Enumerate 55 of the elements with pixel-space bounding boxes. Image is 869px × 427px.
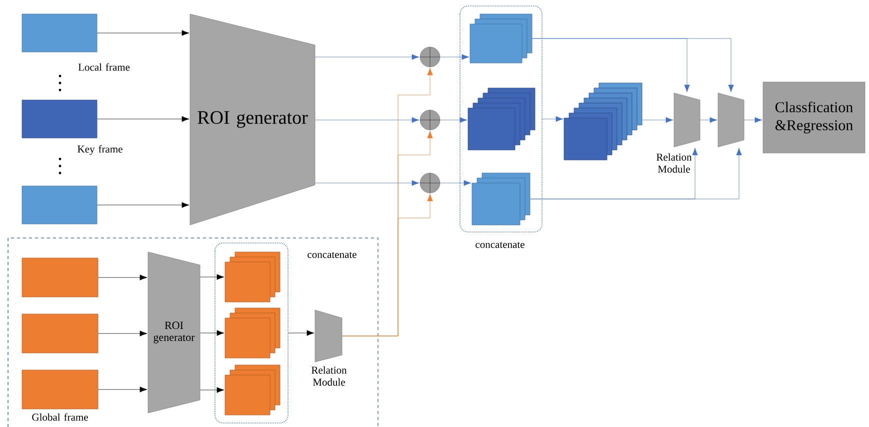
arrow bbox=[97, 30, 190, 36]
feature-stack bbox=[564, 82, 642, 160]
arrow bbox=[440, 117, 468, 123]
arrow bbox=[532, 38, 734, 92]
sum-circle bbox=[420, 110, 440, 130]
concatenate-group bbox=[460, 6, 542, 232]
node-caption: Global frame bbox=[32, 413, 88, 421]
arrow bbox=[200, 330, 224, 336]
arrow bbox=[542, 116, 564, 122]
arrow bbox=[530, 148, 742, 200]
arrow bbox=[642, 117, 674, 123]
relation-module bbox=[674, 92, 700, 148]
node-caption: concatenate bbox=[476, 242, 524, 248]
frame-box bbox=[22, 258, 98, 298]
feature-stack bbox=[224, 308, 280, 358]
node-caption: Relation Module bbox=[312, 366, 347, 386]
relation-module bbox=[718, 92, 744, 148]
roi-generator: ROI generator bbox=[148, 252, 200, 414]
arrow bbox=[200, 274, 224, 280]
arrow bbox=[315, 180, 420, 186]
relation-module bbox=[314, 310, 342, 362]
feature-stack bbox=[224, 252, 280, 302]
output-box: Classfication &Regression bbox=[762, 82, 866, 154]
frame-box bbox=[22, 186, 98, 224]
arrow bbox=[200, 387, 224, 393]
arrow bbox=[744, 117, 762, 123]
arrow bbox=[440, 54, 470, 60]
frame-box bbox=[22, 100, 98, 138]
node-caption: concatenate bbox=[308, 252, 356, 258]
global-group bbox=[8, 238, 378, 427]
feature-stack bbox=[472, 172, 530, 226]
feature-stack bbox=[468, 88, 536, 150]
node-caption: Relation Module bbox=[656, 153, 692, 173]
roi-generator: ROI generator bbox=[190, 14, 316, 226]
arrow bbox=[288, 330, 314, 336]
sum-circle bbox=[420, 172, 440, 194]
arrow bbox=[97, 116, 190, 122]
arrow bbox=[97, 202, 190, 208]
feature-stack bbox=[470, 14, 532, 64]
arrow bbox=[98, 386, 148, 392]
arrow bbox=[315, 54, 420, 60]
node-caption: Local frame bbox=[78, 63, 130, 71]
frame-box bbox=[22, 314, 98, 354]
arrow bbox=[315, 117, 420, 123]
arrow bbox=[98, 274, 148, 280]
frame-box bbox=[22, 14, 98, 52]
arrow bbox=[700, 117, 718, 123]
feature-stack bbox=[224, 364, 280, 416]
frame-box bbox=[22, 370, 98, 410]
arrow bbox=[342, 194, 433, 336]
arrow bbox=[440, 180, 472, 186]
concatenate-group bbox=[214, 242, 288, 424]
arrow bbox=[98, 330, 148, 336]
node-caption: Key frame bbox=[78, 145, 122, 155]
sum-circle bbox=[420, 46, 440, 68]
